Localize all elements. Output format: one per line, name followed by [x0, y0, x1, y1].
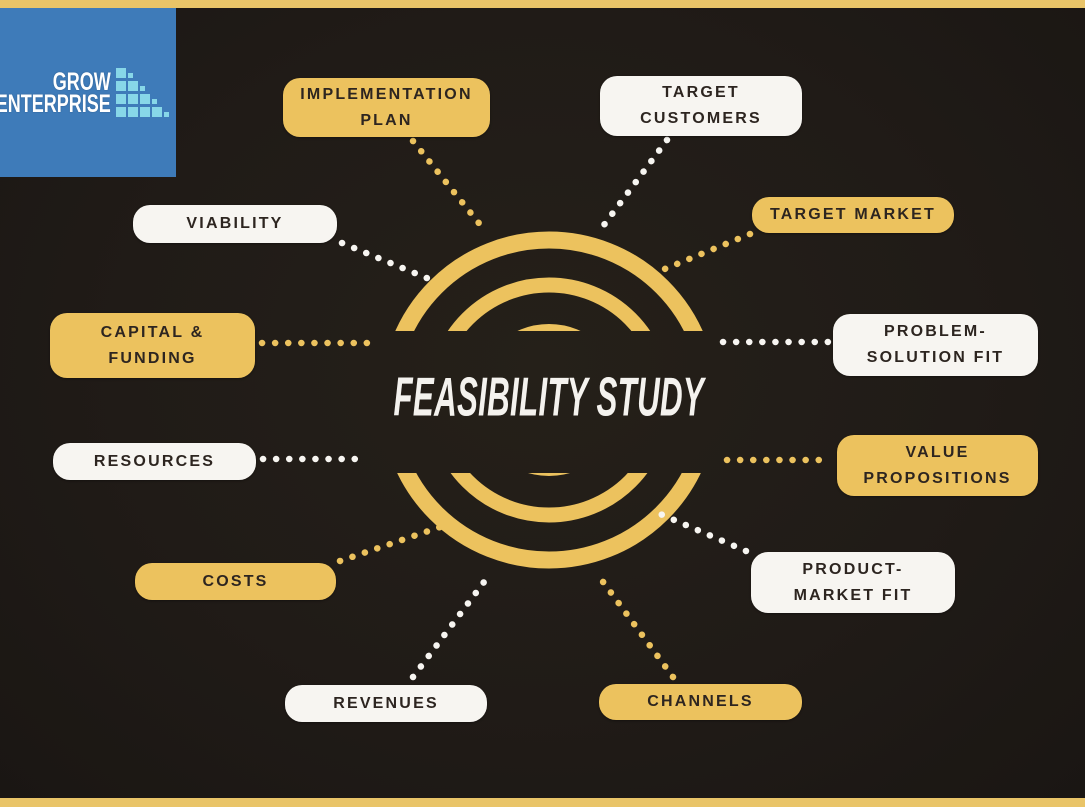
- logo-line1: GROW: [53, 67, 111, 96]
- connector-implementation-plan: [409, 137, 490, 236]
- connector-revenues: [409, 570, 494, 681]
- node-problem-solution-fit: PROBLEM- SOLUTION FIT: [833, 314, 1038, 376]
- ripple-arcs: [380, 231, 718, 569]
- connector-target-market: [646, 230, 754, 279]
- connector-product-market: [654, 509, 750, 555]
- node-resources: RESOURCES: [53, 443, 256, 480]
- grow-enterprise-logo: GROW ENTERPRISE: [0, 8, 176, 177]
- diagram-title: FEASIBILITY STUDY: [393, 366, 704, 428]
- node-product-market-fit: PRODUCT- MARKET FIT: [751, 552, 955, 613]
- connector-target-customers: [594, 136, 671, 237]
- node-costs: COSTS: [135, 563, 336, 600]
- bottom-border-strip: [0, 798, 1085, 807]
- top-border-strip: [0, 0, 1085, 8]
- logo-line2: ENTERPRISE: [0, 89, 111, 118]
- connector-costs: [336, 519, 456, 565]
- node-target-customers: TARGET CUSTOMERS: [600, 76, 802, 136]
- node-viability: VIABILITY: [133, 205, 337, 243]
- bar-chart-squares-icon: [116, 67, 169, 117]
- connector-channels: [594, 571, 677, 681]
- node-capital-funding: CAPITAL & FUNDING: [50, 313, 255, 378]
- center-title-wrap: FEASIBILITY STUDY: [12, 366, 1085, 427]
- connector-viability: [338, 239, 438, 285]
- logo-text: GROW ENTERPRISE: [0, 67, 111, 118]
- node-channels: CHANNELS: [599, 684, 802, 720]
- node-implementation-plan: IMPLEMENTATION PLAN: [283, 78, 490, 137]
- node-target-market: TARGET MARKET: [752, 197, 954, 233]
- node-value-propositions: VALUE PROPOSITIONS: [837, 435, 1038, 496]
- node-revenues: REVENUES: [285, 685, 487, 722]
